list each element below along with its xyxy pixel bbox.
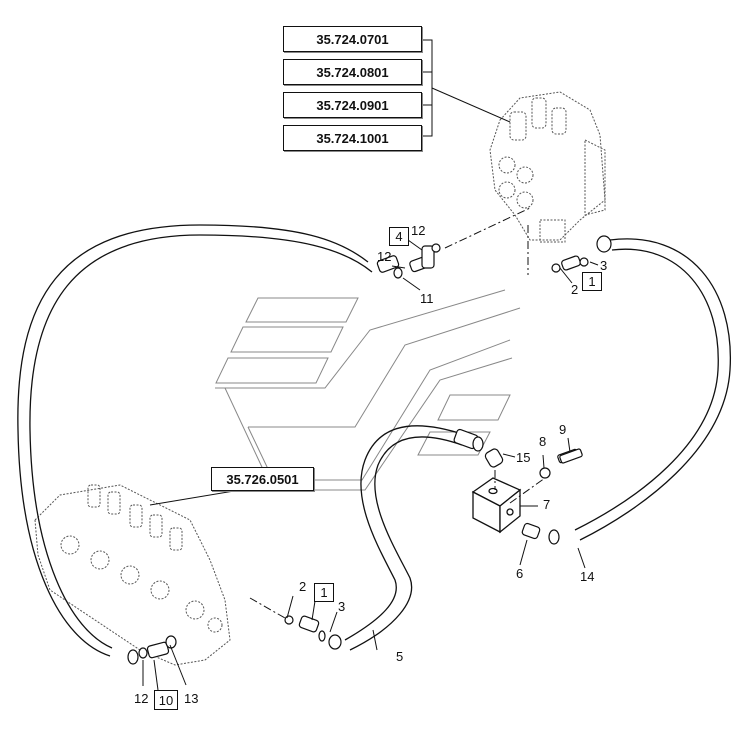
callout-3-upper: 3 bbox=[600, 258, 608, 273]
callout-11: 11 bbox=[420, 291, 434, 306]
watermark-logo bbox=[215, 289, 521, 491]
reference-box-35-724-0901[interactable]: 35.724.0901 bbox=[283, 92, 422, 118]
callout-13: 13 bbox=[184, 691, 199, 706]
callout-12-top: 12 bbox=[411, 223, 426, 238]
callout-2-upper: 2 bbox=[571, 282, 579, 297]
callout-3-lower: 3 bbox=[338, 599, 346, 614]
callout-box-1-lower: 1 bbox=[314, 583, 334, 602]
bolt bbox=[559, 448, 583, 464]
callout-6: 6 bbox=[516, 566, 524, 581]
leader-lines bbox=[142, 39, 599, 691]
callout-14: 14 bbox=[580, 569, 595, 584]
callout-8: 8 bbox=[539, 434, 547, 449]
reference-box-35-724-0701[interactable]: 35.724.0701 bbox=[283, 26, 422, 52]
upper-control-valve bbox=[489, 91, 606, 243]
callout-2-lower: 2 bbox=[299, 579, 307, 594]
assembly-lines bbox=[249, 207, 546, 619]
callout-5: 5 bbox=[396, 649, 404, 664]
valve-block bbox=[471, 477, 522, 534]
callout-12-left: 12 bbox=[377, 249, 392, 264]
callout-box-10: 10 bbox=[154, 690, 178, 710]
reference-box-35-724-1001[interactable]: 35.724.1001 bbox=[283, 125, 422, 151]
callout-9: 9 bbox=[559, 422, 567, 437]
callout-box-4: 4 bbox=[389, 227, 409, 246]
callout-15: 15 bbox=[516, 450, 531, 465]
callout-box-1-upper: 1 bbox=[582, 272, 602, 291]
callout-7: 7 bbox=[543, 497, 551, 512]
callout-12-bottom: 12 bbox=[134, 691, 149, 706]
hoses bbox=[17, 224, 732, 657]
reference-box-35-726-0501[interactable]: 35.726.0501 bbox=[211, 467, 314, 491]
lower-control-valve bbox=[34, 484, 231, 666]
reference-box-35-724-0801[interactable]: 35.724.0801 bbox=[283, 59, 422, 85]
